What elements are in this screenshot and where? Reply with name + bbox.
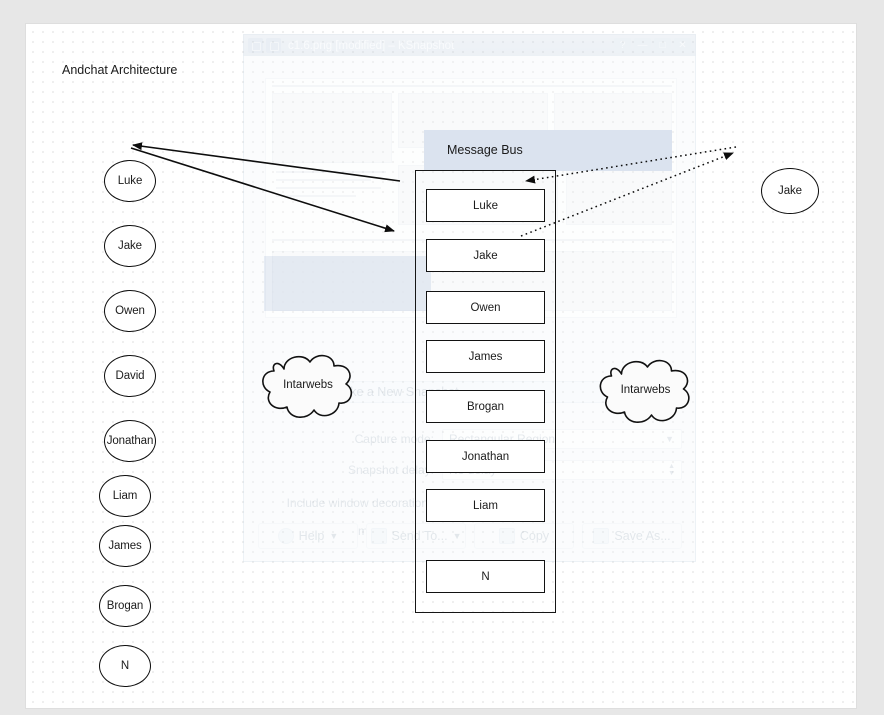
save-as-button-label: Save As...	[614, 529, 671, 543]
message-bus-item-label: Owen	[470, 301, 501, 314]
spinner-arrows-icon[interactable]: ▲▼	[668, 463, 675, 477]
message-bus-container[interactable]	[415, 170, 556, 613]
chevron-down-icon: ▼	[329, 531, 339, 541]
actor-label: Luke	[117, 175, 143, 187]
actor-node[interactable]: Luke	[104, 160, 156, 202]
message-bus-item[interactable]: Jonathan	[426, 440, 545, 473]
save-as-button[interactable]: Save As...	[582, 523, 682, 549]
message-bus-item[interactable]: Brogan	[426, 390, 545, 423]
close-button[interactable]: ✕	[674, 38, 691, 53]
actor-label: Jonathan	[106, 435, 154, 447]
actor-label: Owen	[115, 305, 145, 317]
actor-label: David	[115, 370, 145, 382]
message-bus-item[interactable]: James	[426, 340, 545, 373]
message-bus-item-label: Liam	[473, 499, 498, 512]
send-icon	[370, 528, 387, 544]
help-dialog-button[interactable]: Help ▼	[258, 523, 358, 549]
maximize-button[interactable]: □	[654, 38, 671, 53]
actor-label: Jake	[118, 240, 142, 252]
minimize-button[interactable]: —	[634, 38, 651, 53]
help-button-label: Help	[298, 529, 325, 543]
app-menu-icon[interactable]	[248, 38, 263, 53]
actor-label: Liam	[112, 490, 138, 502]
message-bus-item[interactable]: Luke	[426, 189, 545, 222]
message-bus-item-label: Luke	[473, 199, 498, 212]
actor-node[interactable]: David	[104, 355, 156, 397]
actor-label: N	[120, 660, 130, 672]
message-bus-item[interactable]: Liam	[426, 489, 545, 522]
cloud-node[interactable]: Intarwebs	[592, 355, 699, 429]
selection-rectangle	[264, 256, 431, 311]
help-button[interactable]: ?	[614, 38, 631, 53]
cloud-node[interactable]: Intarwebs	[258, 350, 358, 424]
message-bus-item-label: Jonathan	[461, 450, 510, 463]
ksnapshot-app-icon	[266, 38, 281, 53]
remote-actor-node[interactable]: Jake	[761, 168, 819, 214]
window-title: c1.6.png [modified] – KSnapshot	[288, 39, 455, 52]
actor-node[interactable]: Brogan	[99, 585, 151, 627]
remote-actor-label: Jake	[778, 185, 802, 197]
cloud-icon	[599, 359, 690, 423]
message-bus-item-label: N	[481, 570, 490, 583]
connection-actor-luke-to-bus-jake	[130, 147, 395, 233]
message-bus-item[interactable]: Owen	[426, 291, 545, 324]
ksnapshot-titlebar[interactable]: c1.6.png [modified] – KSnapshot ? — □ ✕	[243, 34, 696, 56]
message-bus-label: Message Bus	[447, 143, 523, 157]
actor-node[interactable]: Liam	[99, 475, 151, 517]
message-bus-item-label: Jake	[473, 249, 498, 262]
actor-node[interactable]: James	[99, 525, 151, 567]
actor-node[interactable]: Owen	[104, 290, 156, 332]
diagram-canvas[interactable]: c1.6.png [modified] – KSnapshot ? — □ ✕	[26, 24, 856, 708]
message-bus-item-label: James	[468, 350, 503, 363]
save-icon	[593, 528, 610, 544]
actor-label: James	[108, 540, 142, 552]
cloud-icon	[262, 354, 353, 418]
help-icon	[277, 528, 294, 544]
actor-node[interactable]: Jake	[104, 225, 156, 267]
message-bus-item-label: Brogan	[466, 400, 505, 413]
actor-node[interactable]: Jonathan	[104, 420, 156, 462]
connection-bus-luke-to-actor-luke	[132, 142, 401, 182]
page-title: Andchat Architecture	[62, 63, 178, 77]
message-bus-item[interactable]: Jake	[426, 239, 545, 272]
actor-node[interactable]: N	[99, 645, 151, 687]
chevron-down-icon: ▼	[665, 434, 674, 444]
message-bus-item[interactable]: N	[426, 560, 545, 593]
actor-label: Brogan	[106, 600, 144, 612]
